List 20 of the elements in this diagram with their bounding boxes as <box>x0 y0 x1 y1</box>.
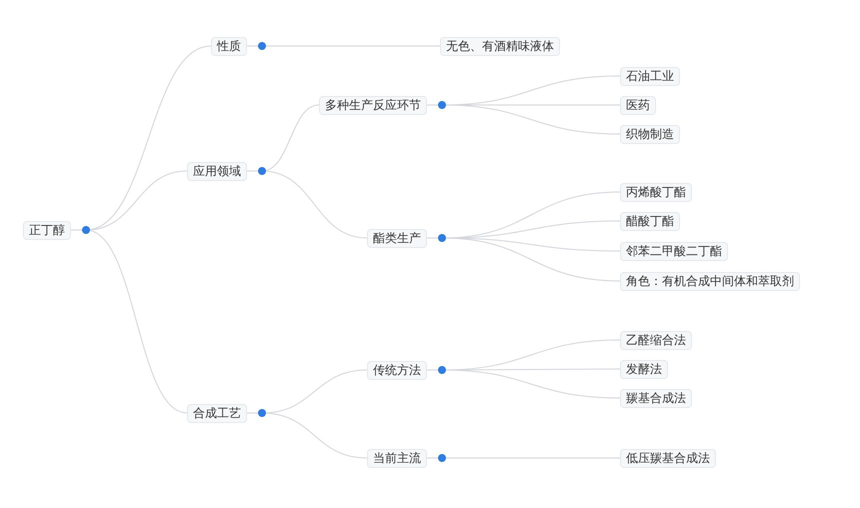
topic-label: 羰基合成法 <box>620 388 692 408</box>
topic-label: 无色、有酒精味液体 <box>440 36 560 56</box>
topic-label: 多种生产反应环节 <box>319 96 427 114</box>
topic-label: 医药 <box>620 96 656 114</box>
topic-label: 醋酸丁酯 <box>620 212 680 230</box>
topic-label: 应用领域 <box>187 162 247 180</box>
topic-label: 正丁醇 <box>23 220 71 240</box>
topic-label: 丙烯酸丁酯 <box>620 182 692 202</box>
topic-label: 当前主流 <box>367 448 427 468</box>
topic-label: 酯类生产 <box>367 228 427 248</box>
topic-label: 低压羰基合成法 <box>620 448 716 468</box>
topic-label: 织物制造 <box>620 124 680 144</box>
topic-label: 性质 <box>211 36 247 56</box>
topic-label: 发酵法 <box>620 360 668 378</box>
topic-label: 邻苯二甲酸二丁酯 <box>620 242 728 260</box>
topic-label: 乙醛缩合法 <box>620 330 692 350</box>
topic-label: 石油工业 <box>620 66 680 86</box>
topic-label: 传统方法 <box>367 360 427 380</box>
topic-label: 角色：有机合成中间体和萃取剂 <box>620 272 800 290</box>
topic-label: 合成工艺 <box>187 404 247 422</box>
